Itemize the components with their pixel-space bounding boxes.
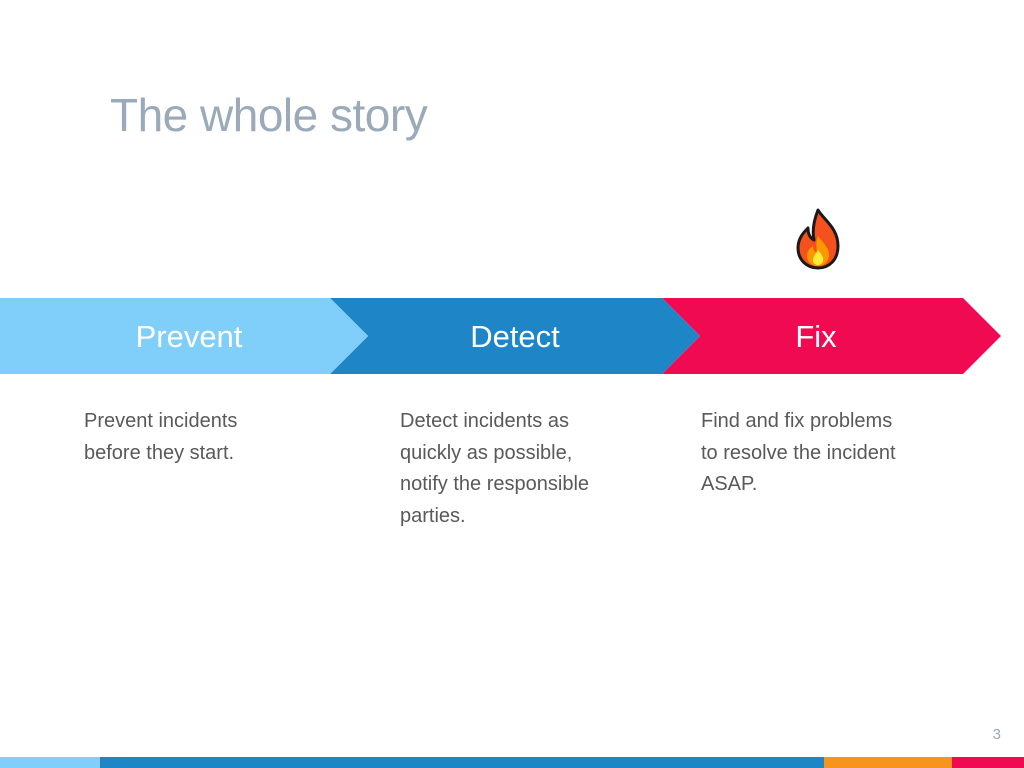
description-line: before they start. xyxy=(84,441,235,464)
description-line: to resolve the incident xyxy=(701,441,896,464)
description-line: Prevent incidents xyxy=(84,410,238,432)
description-line: ASAP. xyxy=(701,473,758,495)
stage-description-detect: Detect incidents as quickly as possible,… xyxy=(400,406,650,532)
stage-description-prevent: Prevent incidents before they start. xyxy=(84,406,304,469)
footer-segment-light-blue xyxy=(0,757,100,768)
description-line: notify the responsible xyxy=(400,473,590,495)
slide-title: The whole story xyxy=(110,89,428,141)
fire-icon xyxy=(796,208,840,270)
footer-segment-pink xyxy=(952,757,1024,768)
chevron-detect xyxy=(330,298,700,374)
stage-description-fix: Find and fix problems to resolve the inc… xyxy=(701,406,951,501)
footer-segment-blue xyxy=(100,757,824,768)
page-number: 3 xyxy=(992,726,1001,743)
footer-segment-orange xyxy=(824,757,952,768)
stage-label-prevent: Prevent xyxy=(136,319,243,354)
stage-label-fix: Fix xyxy=(795,319,837,354)
chevron-prevent xyxy=(0,298,368,374)
process-chevrons: Prevent Detect Fix xyxy=(0,298,1001,374)
stage-label-detect: Detect xyxy=(470,319,560,354)
description-line: quickly as possible, xyxy=(400,441,573,464)
description-line: parties. xyxy=(400,504,466,527)
description-line: Detect incidents as xyxy=(400,410,569,432)
description-line: Find and fix problems xyxy=(701,410,893,432)
footer-color-bar xyxy=(0,757,1024,768)
chevron-fix xyxy=(662,298,1001,374)
